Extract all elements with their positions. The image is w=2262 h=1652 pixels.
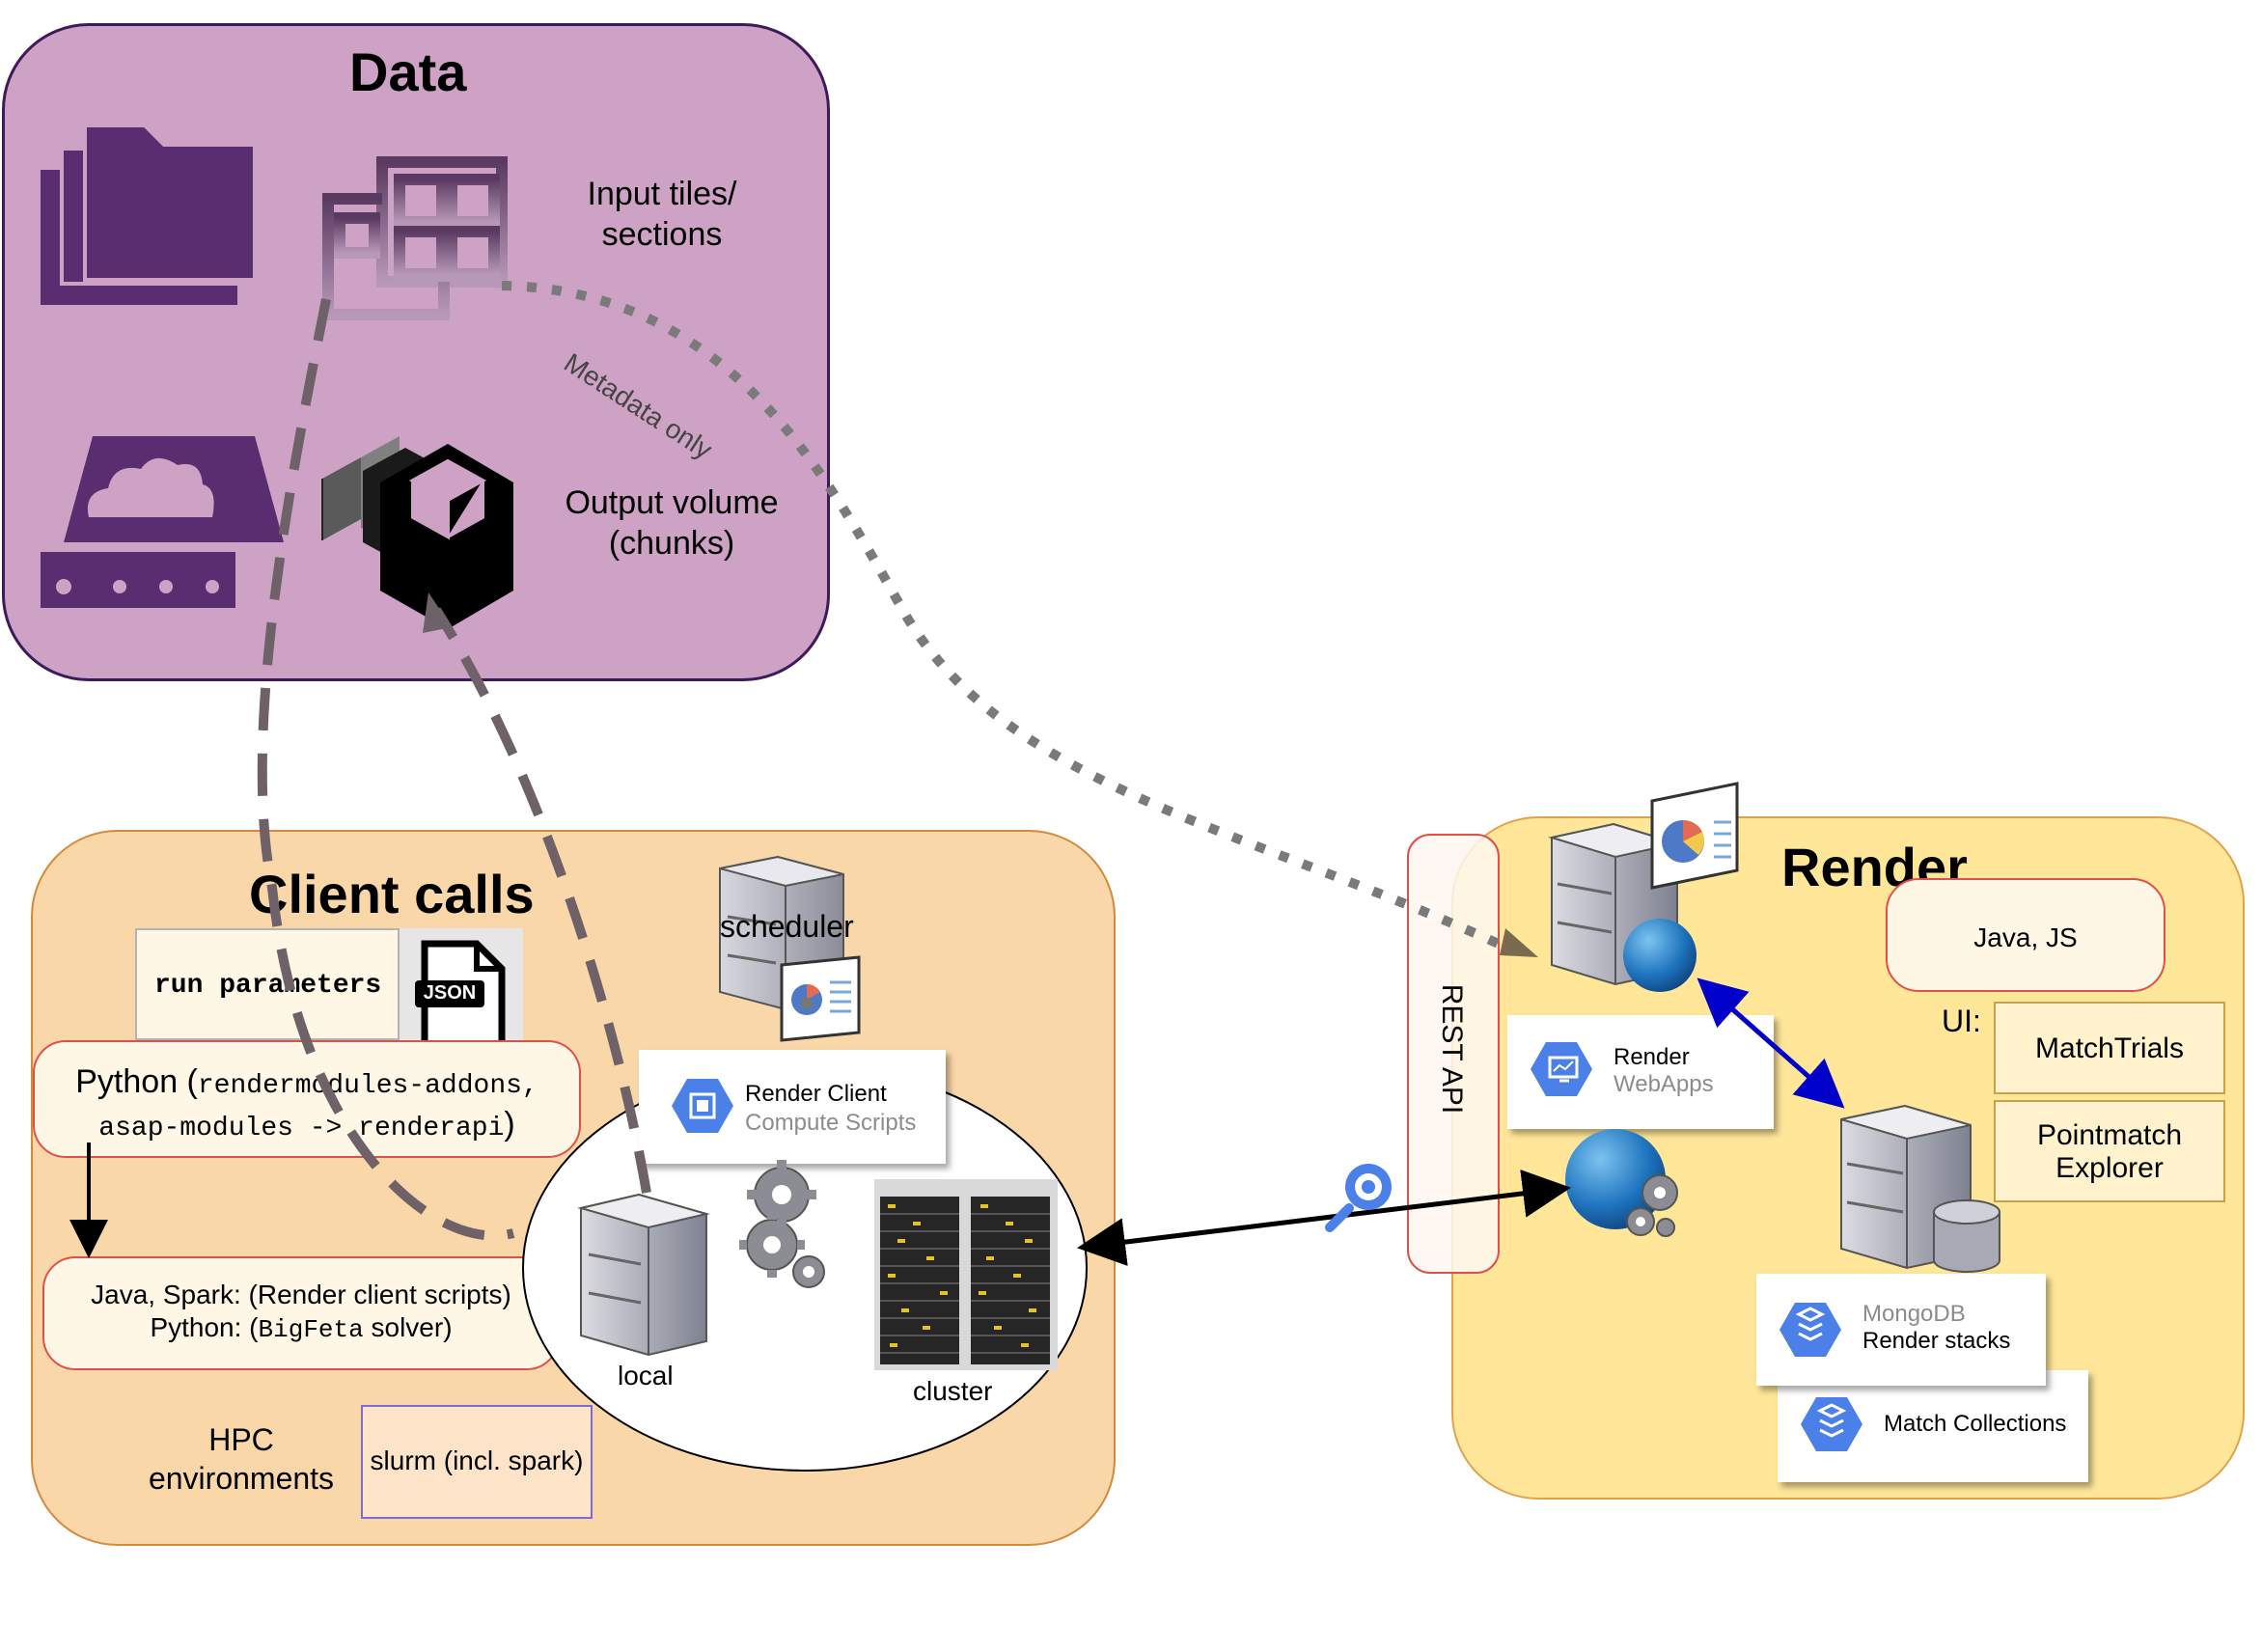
mongodb-subtitle: Render stacks: [1862, 1328, 2011, 1354]
hpc-label: HPC environments: [148, 1422, 335, 1496]
slurm-label: slurm (incl. spark): [370, 1446, 584, 1475]
match-collections-label: Match Collections: [1884, 1411, 2067, 1437]
local-label: local: [618, 1361, 674, 1390]
matchtrials-button[interactable]: MatchTrials: [1994, 1002, 2225, 1094]
json-label: JSON: [423, 982, 477, 1004]
mongodb-title: MongoDB: [1862, 1301, 1966, 1327]
java-line2-suffix: solver): [363, 1312, 453, 1342]
cluster-label: cluster: [913, 1376, 993, 1406]
client-title: Client calls: [249, 864, 535, 924]
python-mono-line1: rendermodules-addons,: [197, 1071, 538, 1101]
pointmatch-explorer-label: Pointmatch Explorer: [2036, 1119, 2183, 1184]
render-client-subtitle: Compute Scripts: [745, 1110, 917, 1136]
data-panel: [2, 23, 830, 681]
output-volume-label: Output volume (chunks): [565, 484, 779, 562]
webapps-subtitle: WebApps: [1614, 1071, 1714, 1097]
python-prefix: Python (: [75, 1063, 198, 1100]
python-line-2: asap-modules -> renderapi): [33, 1106, 581, 1143]
bigfeta-label: BigFeta: [258, 1315, 364, 1344]
java-line-1: Java, Spark: (Render client scripts): [91, 1280, 511, 1309]
matchtrials-label: MatchTrials: [2035, 1032, 2184, 1064]
pointmatch-explorer-button[interactable]: Pointmatch Explorer: [1994, 1100, 2225, 1202]
webapps-title: Render: [1614, 1044, 1690, 1070]
ui-label: UI:: [1942, 1004, 1981, 1038]
scheduler-label: scheduler: [720, 909, 854, 944]
python-suffix: ): [504, 1106, 515, 1143]
java-js-label: Java, JS: [1973, 922, 2078, 952]
input-tiles-label: Input tiles/ sections: [587, 176, 737, 253]
java-line-2: Python: (BigFeta solver): [42, 1312, 560, 1344]
java-line2-prefix: Python: (: [150, 1312, 259, 1342]
java-js-box: [1886, 878, 2165, 992]
python-mono-line2: asap-modules -> renderapi: [98, 1114, 505, 1143]
java-spark-box: [42, 1256, 560, 1370]
run-parameters-label: run parameters: [154, 971, 382, 1001]
python-line-1: Python (rendermodules-addons,: [33, 1063, 581, 1101]
render-client-title: Render Client: [745, 1081, 887, 1107]
rest-api-label: REST API: [1436, 983, 1468, 1115]
data-title: Data: [349, 41, 467, 102]
